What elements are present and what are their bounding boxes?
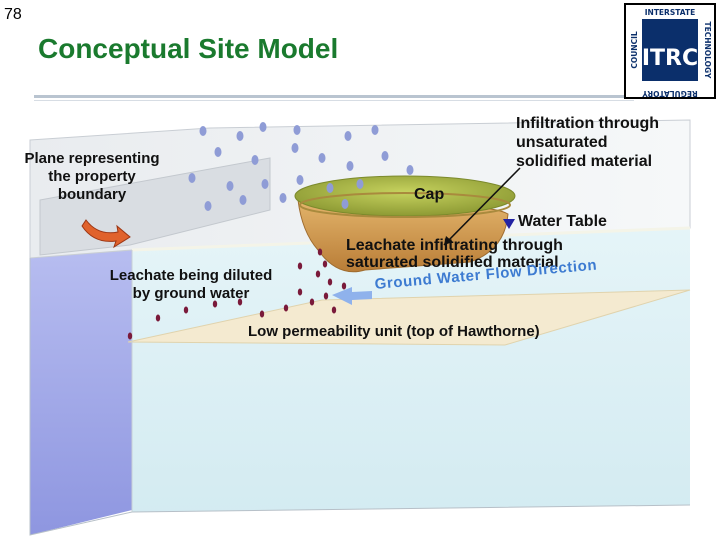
leachate-drop (183, 306, 189, 314)
label-low-permeability: Low permeability unit (top of Hawthorne) (248, 323, 540, 340)
logo-ring-bottom: REGULATORY (642, 89, 698, 98)
raindrop (239, 195, 247, 205)
raindrop (188, 173, 196, 183)
leachate-drop (309, 298, 315, 306)
leachate-drop (259, 310, 265, 318)
leachate-drop (212, 300, 218, 308)
solidified-monolith (294, 175, 516, 273)
leachate-drop (297, 288, 303, 296)
logo-ring-left: COUNCIL (630, 31, 639, 69)
arrow-left-icon (332, 287, 372, 305)
raindrop (261, 179, 269, 189)
leachate-drop (283, 304, 289, 312)
leachate-drop (331, 306, 337, 314)
raindrop (226, 181, 234, 191)
title-divider (34, 95, 634, 98)
box-left-face (30, 250, 132, 535)
label-leachate-saturated: Leachate infiltrating through saturated … (346, 237, 563, 271)
leachate-drop (317, 248, 323, 256)
label-water-table: Water Table (518, 213, 607, 230)
triangle-down-icon (503, 219, 515, 229)
raindrop (199, 126, 207, 136)
raindrop (214, 147, 222, 157)
low-permeability-plane (127, 289, 691, 346)
raindrop (356, 179, 364, 189)
raindrop (293, 125, 301, 135)
label-cap: Cap (414, 186, 445, 203)
raindrop (251, 155, 259, 165)
label-infiltration-unsaturated: Infiltration through unsaturated solidif… (516, 115, 660, 170)
box-edges (29, 258, 691, 536)
leachate-drops (127, 248, 347, 340)
leachate-drop (323, 292, 329, 300)
logo-letters: ITRC (642, 46, 698, 71)
raindrop (291, 143, 299, 153)
leachate-drop (322, 260, 328, 268)
raindrop (381, 151, 389, 161)
leachate-drop (297, 262, 303, 270)
raindrop (204, 201, 212, 211)
raindrops (188, 122, 414, 211)
raindrop (371, 125, 379, 135)
leachate-drop (155, 314, 161, 322)
logo-ring-right: TECHNOLOGY (703, 22, 712, 80)
site-box (29, 119, 691, 536)
leachate-drop (327, 278, 333, 286)
cap-rim (299, 192, 511, 218)
raindrop (341, 199, 349, 209)
raindrop (406, 165, 414, 175)
raindrop (318, 153, 326, 163)
raindrop (279, 193, 287, 203)
logo-ring-top: INTERSTATE (645, 8, 695, 17)
infiltration-arrow (443, 167, 521, 246)
leachate-drop (237, 298, 243, 306)
label-leachate-diluted: Leachate being diluted by ground water (109, 267, 273, 302)
raindrop (344, 131, 352, 141)
itrc-logo: ITRC INTERSTATE REGULATORY COUNCIL TECHN… (624, 3, 716, 99)
infiltration-arrow-head (444, 236, 453, 245)
curved-arrow-icon (81, 219, 131, 249)
leachate-drop (127, 332, 133, 340)
raindrop (259, 122, 267, 132)
leachate-drop (341, 282, 347, 290)
raindrop (346, 161, 354, 171)
raindrop (326, 183, 334, 193)
title-divider-secondary (34, 100, 634, 101)
raindrop (236, 131, 244, 141)
slide-number: 78 (4, 6, 22, 23)
raindrop (296, 175, 304, 185)
label-property-plane: Plane representing the property boundary (24, 150, 160, 203)
leachate-drop (315, 270, 321, 278)
logo-inner (642, 19, 698, 81)
slide-title: Conceptual Site Model (38, 33, 339, 64)
